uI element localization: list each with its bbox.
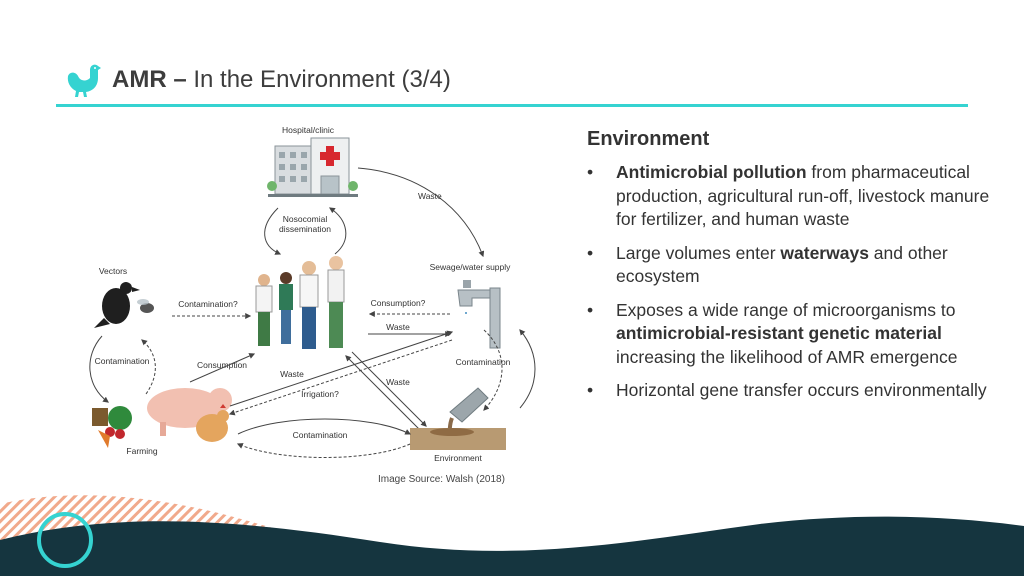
label-farming: Farming	[126, 446, 157, 456]
arrow-contamination-left-down	[89, 335, 109, 403]
image-source-caption: Image Source: Walsh (2018)	[378, 474, 505, 485]
arrow-contamination-right-up	[519, 329, 536, 409]
bullet-item: • Large volumes enter waterways and othe…	[587, 242, 997, 289]
tap-illustration	[457, 280, 501, 349]
bullet-text: increasing the likelihood of AMR emergen…	[616, 346, 958, 367]
bullet-text: Exposes a wide range of microorganisms t…	[616, 299, 956, 320]
label-waste-top: Waste	[418, 191, 442, 201]
bullet-dot: •	[587, 299, 594, 320]
decorative-footer	[0, 495, 1024, 576]
ring-circle	[37, 512, 93, 568]
title-rest: In the Environment (3/4)	[193, 66, 451, 93]
arrow-contamination-bottom-left	[236, 443, 411, 458]
label-waste-env: Waste	[386, 377, 410, 387]
bullet-item: • Antimicrobial pollution from pharmaceu…	[587, 161, 997, 232]
chicken-icon	[67, 64, 101, 97]
bullet-text: from pharmaceutical production, agricult…	[616, 162, 990, 229]
arrow-env-people	[345, 355, 421, 431]
label-nosocomial-2: dissemination	[279, 224, 331, 234]
arrow-waste-env	[351, 351, 427, 427]
people-illustration	[255, 256, 345, 349]
bullet-dot: •	[587, 380, 594, 400]
bullet-list: • Antimicrobial pollution from pharmaceu…	[587, 161, 997, 403]
label-sewage: Sewage/water supply	[430, 262, 512, 272]
arrow-waste-middle	[229, 330, 454, 407]
vectors-illustration	[94, 282, 154, 328]
title-bold: AMR –	[112, 66, 187, 93]
arrow-nosocomial-right	[329, 207, 347, 255]
title-underline	[56, 104, 968, 107]
bullet-item: • Exposes a wide range of microorganisms…	[587, 299, 997, 370]
label-vectors: Vectors	[99, 266, 127, 276]
bullet-text: and other ecosystem	[616, 242, 948, 287]
panel-heading: Environment	[587, 128, 710, 150]
bullet-text: Large volumes enter	[616, 242, 781, 263]
arrow-consumption-farm	[189, 353, 256, 383]
dark-wave	[0, 516, 1024, 576]
vegetables-illustration	[92, 406, 132, 448]
hospital-illustration	[267, 137, 358, 197]
page-title: AMR – In the Environment (3/4)	[112, 66, 451, 94]
farm-animals-illustration	[147, 388, 232, 442]
label-consumption-water: Consumption?	[371, 298, 426, 308]
bullet-dot: •	[587, 242, 594, 263]
bullet-bold: waterways	[780, 242, 869, 263]
environment-panel: Environment • Antimicrobial pollution fr…	[587, 128, 997, 413]
arrow-nosocomial-left	[264, 207, 282, 255]
label-environment: Environment	[434, 453, 482, 463]
bullet-bold: Antimicrobial pollution	[616, 162, 807, 182]
arrow-contamination-bottom-right	[237, 418, 412, 435]
label-waste-water: Waste	[386, 322, 410, 332]
arrow-irrigation	[228, 339, 453, 416]
label-hospital: Hospital/clinic	[282, 125, 335, 135]
label-contamination-bottom: Contamination	[293, 430, 348, 440]
bullet-bold: antimicrobial-resistant genetic material	[616, 323, 942, 343]
arrow-contamination-left-up	[141, 339, 156, 395]
bullet-dot: •	[587, 162, 594, 182]
bullet-text: Horizontal gene transfer occurs environm…	[616, 380, 987, 400]
arrow-waste-hospital	[357, 167, 485, 258]
label-nosocomial-1: Nosocomial	[283, 214, 328, 224]
amr-transmission-diagram: Hospital/clinic Nosocomial dissemination…	[89, 125, 536, 463]
label-waste-middle: Waste	[280, 369, 304, 379]
label-irrigation: Irrigation?	[301, 389, 339, 399]
label-consumption-farm: Consumption	[197, 360, 247, 370]
bullet-item: • Horizontal gene transfer occurs enviro…	[587, 379, 997, 403]
label-contamination-vectors: Contamination?	[178, 299, 238, 309]
label-contamination-right: Contamination	[456, 357, 511, 367]
label-contamination-left: Contamination	[95, 356, 150, 366]
environment-illustration	[410, 387, 506, 450]
